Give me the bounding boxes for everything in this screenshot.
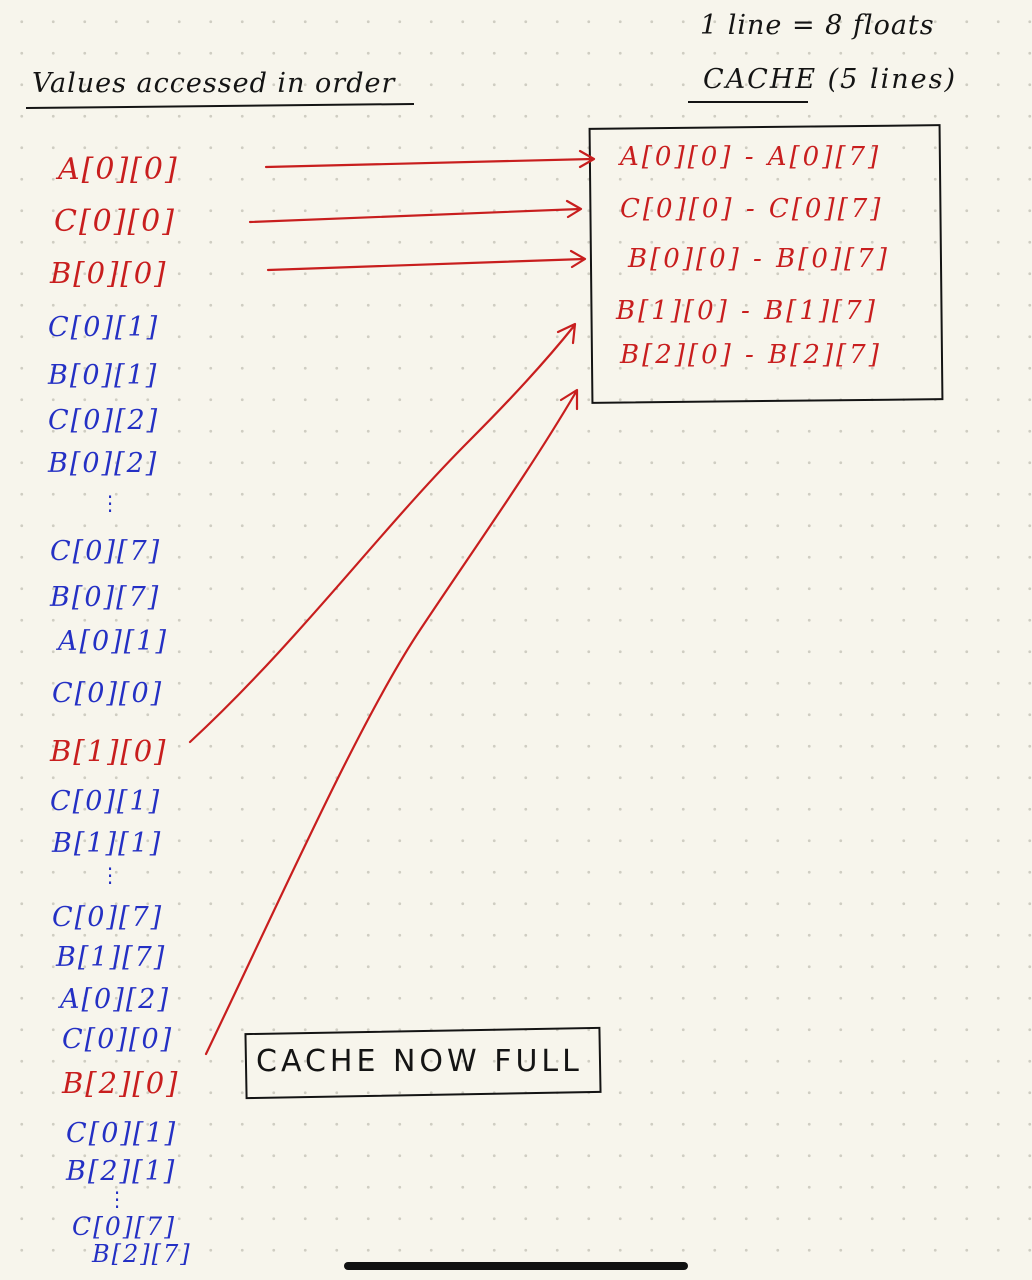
line-note: 1 line = 8 floats xyxy=(700,10,935,41)
left-title: Values accessed in order xyxy=(32,68,396,99)
access-item-16: A[0][2] xyxy=(60,984,170,1015)
arrow-b-row-1 xyxy=(188,322,577,744)
arrow-a-row-0 xyxy=(264,149,596,169)
cache-line-1: C[0][0] - C[0][7] xyxy=(620,194,884,224)
access-item-22: B[2][7] xyxy=(92,1240,192,1268)
access-item-2: B[0][0] xyxy=(50,256,168,290)
access-item-12: C[0][1] xyxy=(50,786,162,817)
arrow-c-row-0 xyxy=(248,199,583,224)
home-indicator[interactable] xyxy=(344,1262,688,1270)
access-item-13: B[1][1] xyxy=(52,828,163,859)
access-item-19: C[0][1] xyxy=(66,1118,178,1149)
ellipsis-dots: ··· xyxy=(113,1181,121,1219)
access-item-9: A[0][1] xyxy=(58,626,168,657)
access-item-6: B[0][2] xyxy=(48,448,159,479)
ellipsis-dots: ··· xyxy=(106,857,114,895)
access-item-18: B[2][0] xyxy=(62,1066,180,1100)
access-item-14: C[0][7] xyxy=(52,902,164,933)
cache-title: CACHE (5 lines) xyxy=(703,64,957,95)
arrow-b-row-2 xyxy=(204,388,579,1056)
access-item-20: B[2][1] xyxy=(66,1156,177,1187)
cache-line-3: B[1][0] - B[1][7] xyxy=(616,296,878,326)
cache-title-underline xyxy=(688,101,808,103)
cache-line-4: B[2][0] - B[2][7] xyxy=(620,340,882,370)
access-item-7: C[0][7] xyxy=(50,536,162,567)
cache-full-label: CACHE NOW FULL xyxy=(256,1044,583,1079)
ellipsis-dots: ··· xyxy=(106,485,114,523)
access-item-8: B[0][7] xyxy=(50,582,161,613)
cache-line-2: B[0][0] - B[0][7] xyxy=(628,244,890,274)
access-item-10: C[0][0] xyxy=(52,678,164,709)
cache-line-0: A[0][0] - A[0][7] xyxy=(620,142,882,172)
access-item-15: B[1][7] xyxy=(56,942,167,973)
access-item-5: C[0][2] xyxy=(48,405,160,436)
access-item-0: A[0][0] xyxy=(58,152,179,187)
access-item-11: B[1][0] xyxy=(50,734,168,768)
left-title-underline xyxy=(26,102,414,110)
access-item-4: B[0][1] xyxy=(48,360,159,391)
access-item-1: C[0][0] xyxy=(54,204,176,239)
access-item-21: C[0][7] xyxy=(72,1212,176,1241)
access-item-3: C[0][1] xyxy=(48,312,160,343)
arrow-b-row-0 xyxy=(266,249,587,272)
access-item-17: C[0][0] xyxy=(62,1024,174,1055)
